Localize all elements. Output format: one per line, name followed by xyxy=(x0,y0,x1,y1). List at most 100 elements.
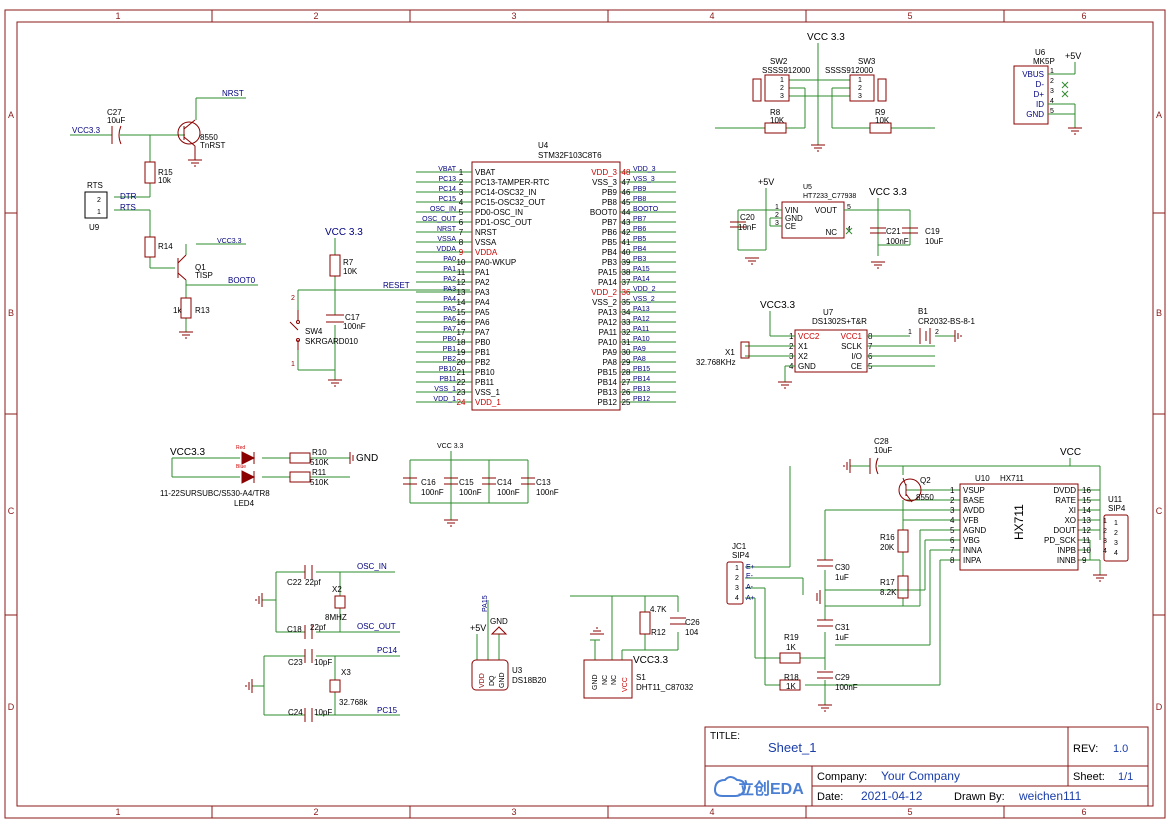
col-label-4: 4 xyxy=(709,11,714,21)
r7-ref: R7 xyxy=(343,258,354,267)
u4-net-10: PA0 xyxy=(443,256,456,263)
u4-pin-num-26: 26 xyxy=(622,388,631,397)
gnd-label-led: GND xyxy=(356,453,378,464)
u7-pin-name-7: SCLK xyxy=(841,342,863,351)
svg-text:4: 4 xyxy=(735,595,739,602)
svg-text:2: 2 xyxy=(935,329,939,336)
row-label-a: A xyxy=(8,110,14,120)
svg-text:3: 3 xyxy=(735,585,739,592)
c27-ref: C27 xyxy=(107,108,122,117)
svg-text:1: 1 xyxy=(735,565,739,572)
u4-pin-name-2: PC13-TAMPER-RTC xyxy=(475,178,550,187)
u4-net-3: PC14 xyxy=(438,186,456,193)
svg-text:1: 1 xyxy=(858,77,862,84)
u4-net-41: PB5 xyxy=(633,236,646,243)
reset-circuit: VCC 3.3 R7 10K C17 100nF RESET 2 1 SW4 S… xyxy=(289,227,470,387)
c27-value: 10uF xyxy=(107,116,125,125)
u4-net-16: PA6 xyxy=(443,316,456,323)
u4-pin-num-9: 9 xyxy=(459,248,464,257)
gnd-icon xyxy=(745,257,759,265)
s1-body xyxy=(583,659,633,699)
u6-pin-name-1: VBUS xyxy=(1022,70,1044,79)
u7-pin-name-4: GND xyxy=(798,362,816,371)
u4-pin-num-1: 1 xyxy=(459,168,464,177)
u10-pin-name-1: VSUP xyxy=(963,486,985,495)
u4-pin-num-7: 7 xyxy=(459,228,464,237)
c24-value: 10pF xyxy=(314,708,332,717)
u10-pin-name-2: BASE xyxy=(963,496,984,505)
u10-pin-num-5: 5 xyxy=(950,526,955,535)
plus5v-label-u3: +5V xyxy=(470,623,486,633)
u4-pin-name-23: VSS_1 xyxy=(475,388,500,397)
u4-net-42: PB6 xyxy=(633,226,646,233)
u10-pin-num-12: 12 xyxy=(1082,526,1091,535)
title-label: TITLE: xyxy=(710,731,740,742)
u4-net-46: PB9 xyxy=(633,186,646,193)
u5-body xyxy=(781,201,845,239)
u4-pin-num-48: 48 xyxy=(622,168,631,177)
ds18b20-u3: PA15 +5V GND VDD DQ GND U3 DS18B20 xyxy=(470,595,547,691)
u4-net-39: PB3 xyxy=(633,256,646,263)
u4-pin-num-28: 28 xyxy=(622,368,631,377)
u4-pin-name-22: PB11 xyxy=(475,378,495,387)
u4-net-31: PA10 xyxy=(633,336,650,343)
u6-value: MK5P xyxy=(1033,57,1055,66)
u4-net-6: OSC_OUT xyxy=(422,216,457,223)
u4-pin-name-13: PA3 xyxy=(475,288,490,297)
u4-net-14: PA4 xyxy=(443,296,456,303)
r10-value: 510K xyxy=(310,458,329,467)
r18-body xyxy=(779,679,801,691)
u4-pin-name-11: PA1 xyxy=(475,268,490,277)
row-label-a-r: A xyxy=(1156,110,1162,120)
u6-pin-num-5: 5 xyxy=(1050,108,1054,115)
u5-value: HT7233_C77938 xyxy=(803,193,856,200)
c15-ref: C15 xyxy=(459,478,474,487)
r19-value: 1K xyxy=(786,643,796,652)
svg-text:1: 1 xyxy=(97,209,101,216)
u7-pin-name-8: VCC1 xyxy=(841,332,863,341)
x3-ref: X3 xyxy=(341,668,351,677)
col-label-1: 1 xyxy=(115,11,120,21)
u4-net-38: PA15 xyxy=(633,266,650,273)
q1-ref: Q1 xyxy=(195,263,206,272)
u4-pin-name-25: PB12 xyxy=(597,398,617,407)
u6-pin-name-2: D- xyxy=(1036,80,1045,89)
c13-ref: C13 xyxy=(536,478,551,487)
c23-ref: C23 xyxy=(288,658,303,667)
u10-pin-num-15: 15 xyxy=(1082,496,1091,505)
u10-pin-num-7: 7 xyxy=(950,546,955,555)
pa15-net: PA15 xyxy=(482,595,489,612)
u10-pin-name-14: XI xyxy=(1068,506,1076,515)
u4-pin-num-37: 37 xyxy=(622,278,631,287)
r19-body xyxy=(779,652,801,664)
company-label: Company: xyxy=(817,771,867,783)
title-block xyxy=(704,726,1149,807)
u4-pin-name-8: VSSA xyxy=(475,238,497,247)
led-red-label: Red xyxy=(236,445,245,451)
sw3-ref: SW3 xyxy=(858,57,876,66)
jc1-pin-4: A+ xyxy=(746,595,755,602)
gnd-icon xyxy=(1093,574,1107,582)
drawn-by-value: weichen111 xyxy=(1018,789,1082,803)
gnd-icon xyxy=(590,627,604,635)
c15-value: 100nF xyxy=(459,488,482,497)
c28-value: 10uF xyxy=(874,446,892,455)
u4-pin-name-34: PA13 xyxy=(598,308,618,317)
sheet-border xyxy=(4,9,1166,819)
u4-net-27: PB14 xyxy=(633,376,650,383)
r11-value: 510K xyxy=(310,478,329,487)
c31-value: 1uF xyxy=(835,633,849,642)
u4-pin-name-12: PA2 xyxy=(475,278,490,287)
u10-body-label: HX711 xyxy=(1012,504,1026,540)
u4-pin-num-24: 24 xyxy=(457,398,466,407)
u4-pin-name-48: VDD_3 xyxy=(591,168,617,177)
u4-pin-num-30: 30 xyxy=(622,348,631,357)
svg-text:2: 2 xyxy=(858,85,862,92)
c22-value: 22pf xyxy=(305,578,321,587)
vcc33-label-u5: VCC 3.3 xyxy=(869,187,907,198)
u4-pin-num-41: 41 xyxy=(622,238,631,247)
u7-body xyxy=(794,329,868,373)
c24-ref: C24 xyxy=(288,708,303,717)
